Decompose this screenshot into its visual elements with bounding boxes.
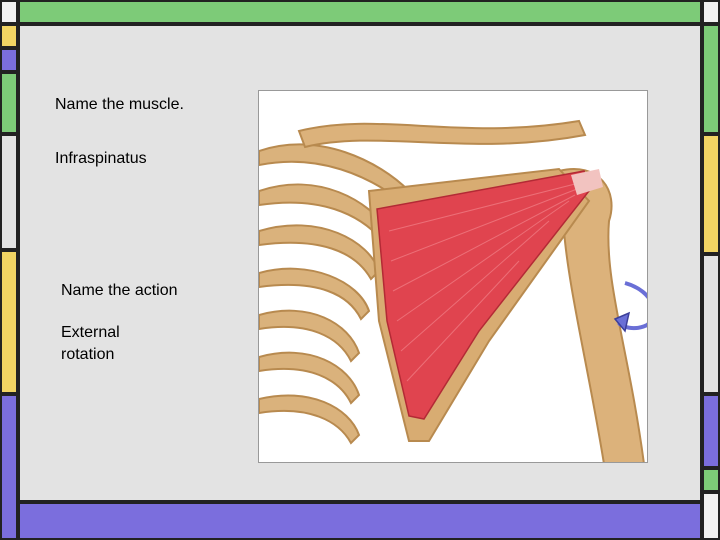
- border-block-right-green: [702, 24, 720, 134]
- border-block-top-green: [18, 0, 702, 24]
- question-action: Name the action: [61, 282, 178, 299]
- border-block-left-purple-2: [0, 394, 18, 540]
- border-block-left-grey: [0, 134, 18, 250]
- tendon: [571, 169, 603, 195]
- border-block-right-purple: [702, 394, 720, 468]
- anatomy-illustration: [258, 90, 648, 463]
- rotation-arrow-icon: [613, 281, 647, 333]
- border-block-left-yellow-2: [0, 250, 18, 394]
- question-muscle: Name the muscle.: [55, 96, 184, 113]
- clavicle: [297, 119, 587, 149]
- border-block-right-green-2: [702, 468, 720, 492]
- shoulder-illustration: [259, 119, 647, 462]
- border-block-top-right-white: [702, 0, 720, 24]
- border-block-left-green: [0, 72, 18, 134]
- answer-muscle: Infraspinatus: [55, 150, 147, 167]
- border-block-right-grey: [702, 254, 720, 394]
- border-block-left-purple-1: [0, 48, 18, 72]
- answer-action-line2: rotation: [61, 346, 115, 363]
- muscle-fibers: [388, 182, 580, 382]
- border-block-left-yellow-1: [0, 24, 18, 48]
- border-block-bottom-purple: [18, 502, 702, 540]
- answer-action-line1: External: [61, 324, 120, 341]
- border-block-top-left-white: [0, 0, 18, 24]
- border-block-right-yellow: [702, 134, 720, 254]
- border-block-right-white-bottom: [702, 492, 720, 540]
- infraspinatus-muscle: [376, 170, 590, 420]
